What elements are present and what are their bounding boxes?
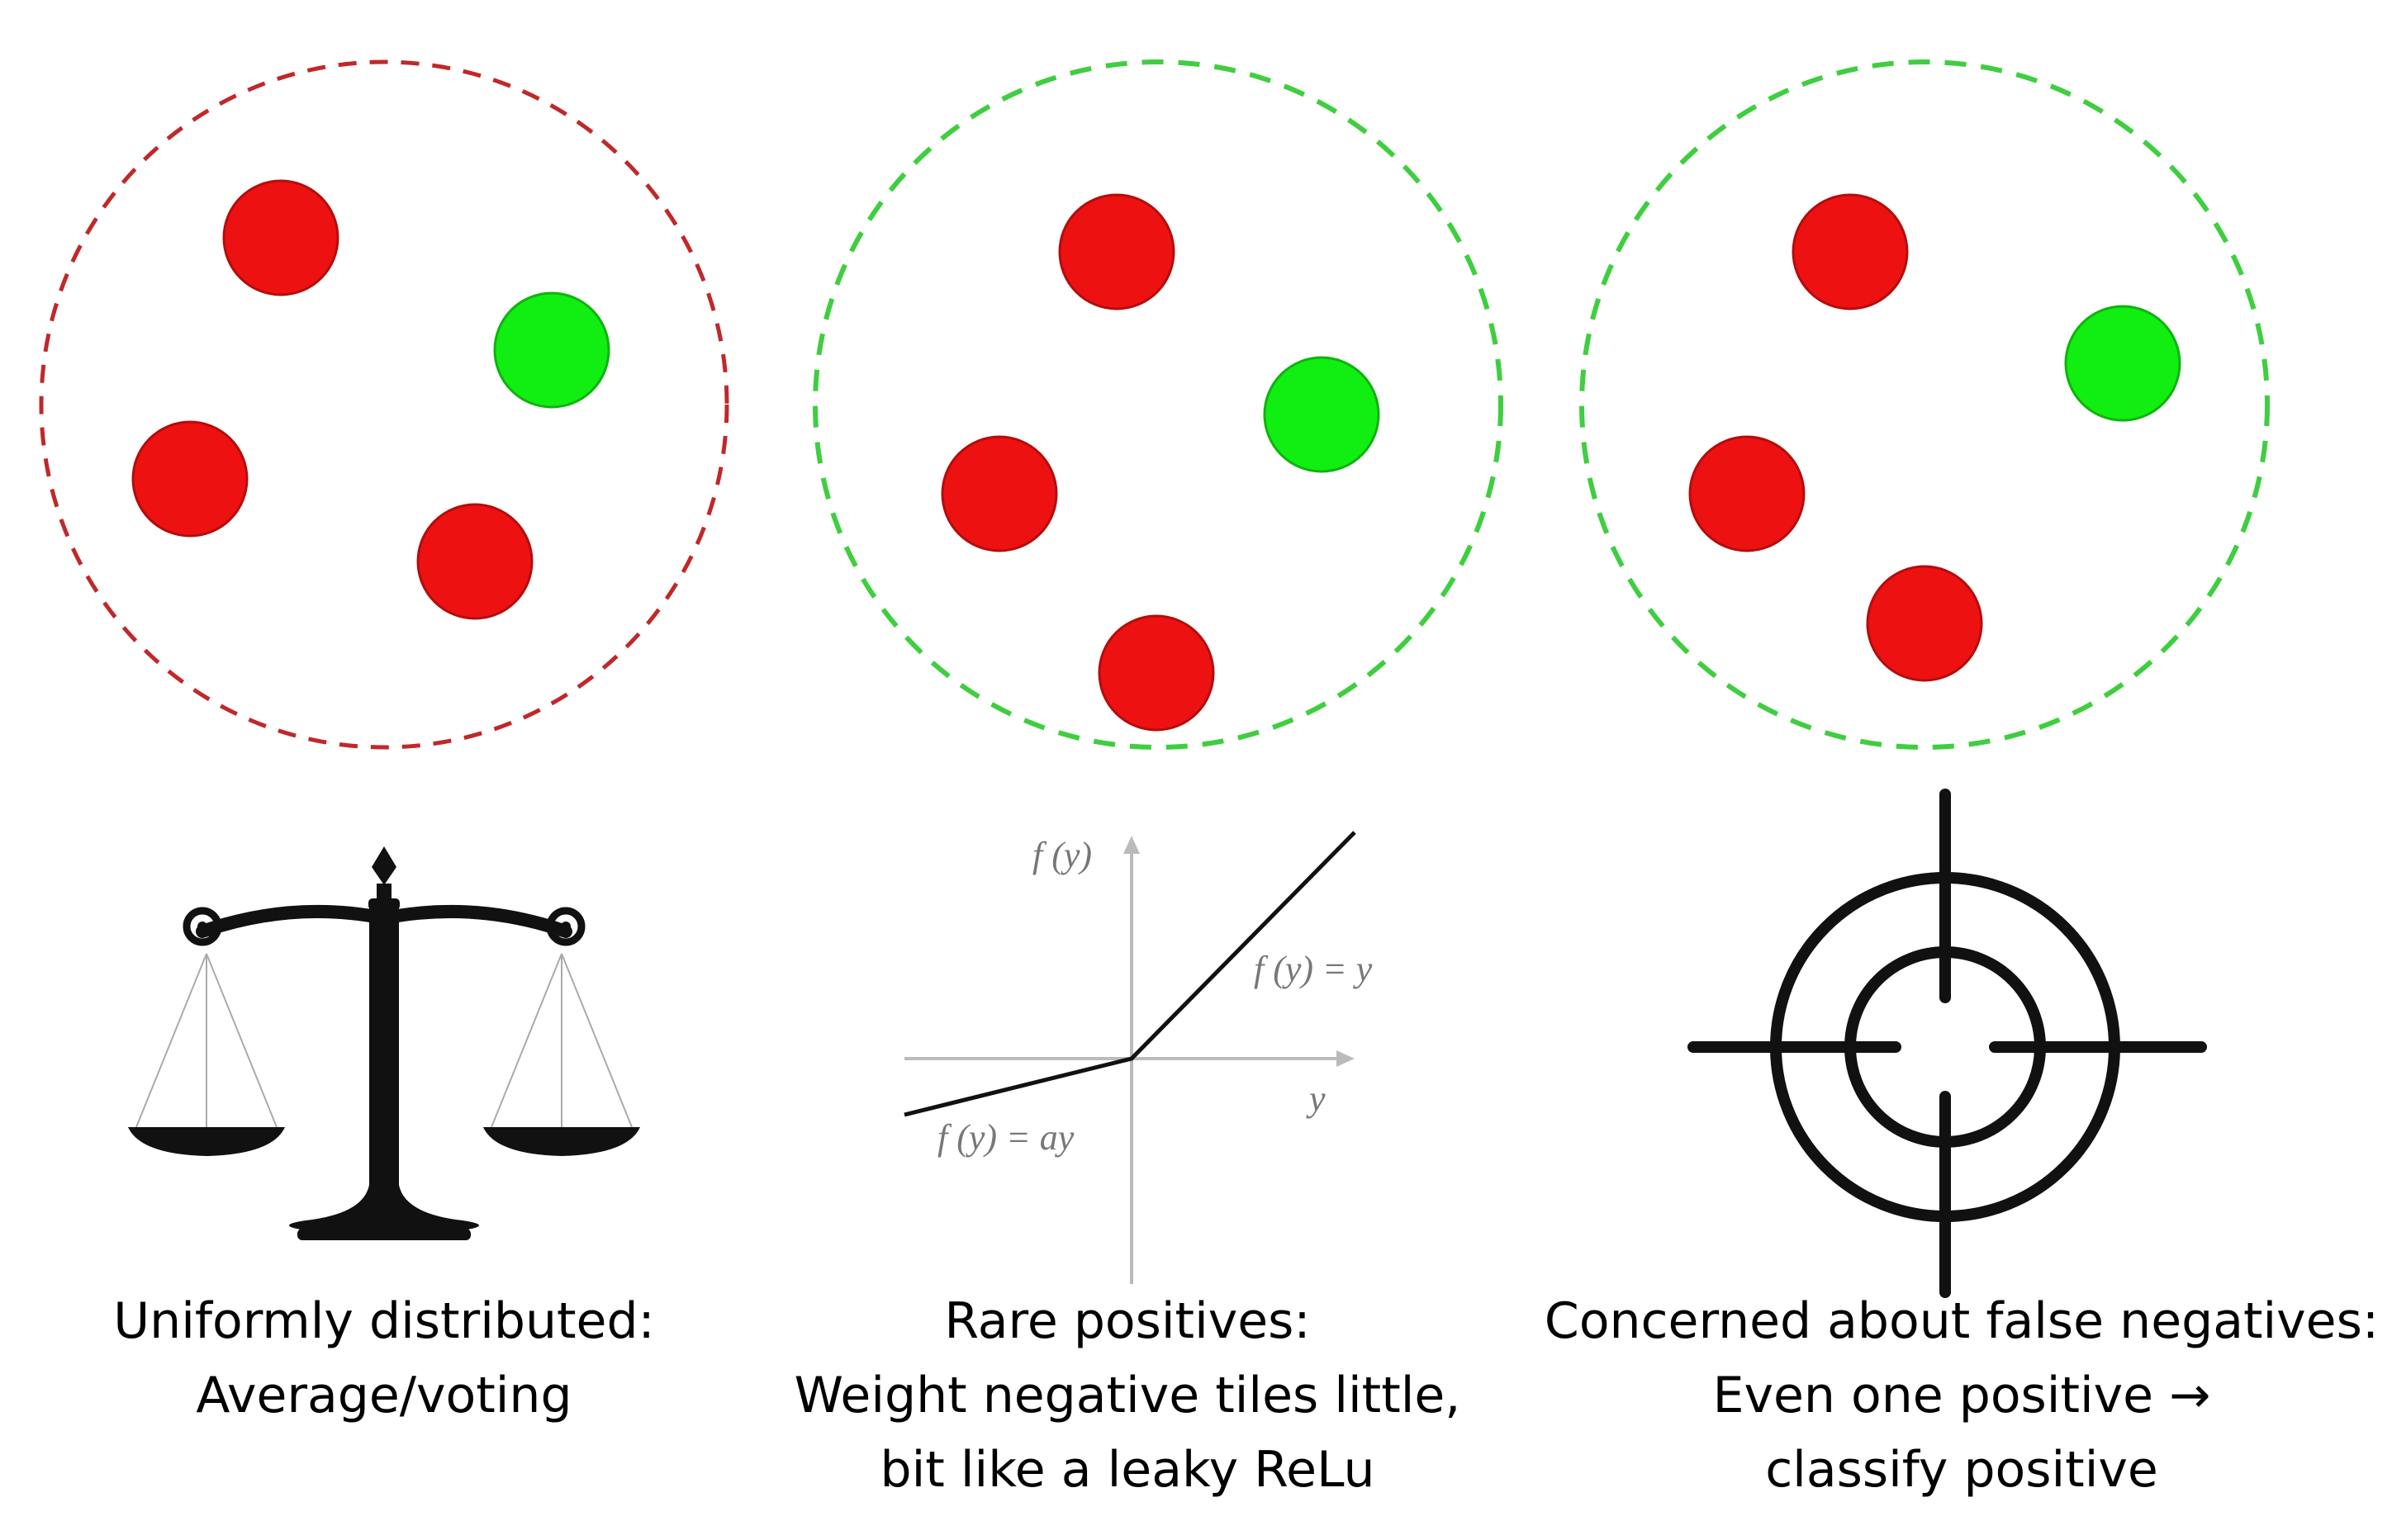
leaky-relu-graph: f (y) f (y) = y f (y) = ay y <box>904 831 1373 1284</box>
graph-x-arrow <box>1336 1050 1355 1067</box>
negative-dot <box>941 435 1058 552</box>
negative-dot <box>416 503 534 620</box>
caption-false-negatives: Concerned about false negatives: Even on… <box>1532 1284 2391 1507</box>
graph-label-y-axis: f (y) <box>1032 835 1092 875</box>
negative-dot <box>1792 193 1909 310</box>
caption-line: Weight negative tiles little, <box>794 1367 1461 1424</box>
positive-dot <box>2064 305 2181 422</box>
positive-dot <box>1263 356 1380 473</box>
bag-circle-false-negatives <box>1579 59 2270 750</box>
graph-label-x-axis: y <box>1306 1078 1326 1119</box>
graph-label-negative-branch: f (y) = ay <box>937 1117 1075 1158</box>
bag-circle-uniform <box>39 59 729 750</box>
caption-line: Rare positives: <box>944 1292 1311 1350</box>
negative-dot <box>1058 193 1175 310</box>
crosshair-target-icon <box>1687 789 2207 1298</box>
caption-line: Concerned about false negatives: <box>1544 1292 2380 1350</box>
negative-dot <box>1866 565 1983 682</box>
caption-rare-positives: Rare positives: Weight negative tiles li… <box>714 1284 1540 1507</box>
caption-line: Even one positive → <box>1712 1367 2211 1424</box>
negative-dot <box>1098 614 1215 732</box>
panel-false-negatives <box>1579 59 2270 1298</box>
caption-line: bit like a leaky ReLu <box>880 1441 1375 1499</box>
balance-scale-icon <box>128 846 640 1240</box>
panel-uniform <box>39 59 729 1240</box>
graph-label-positive-branch: f (y) = y <box>1254 949 1373 989</box>
negative-dot <box>131 420 249 538</box>
panel-rare-positives: f (y) f (y) = y f (y) = ay y <box>813 59 1503 1284</box>
caption-uniform: Uniformly distributed: Average/voting <box>0 1284 797 1433</box>
caption-line: classify positive <box>1765 1441 2158 1499</box>
negative-dot <box>222 179 339 296</box>
caption-line: Uniformly distributed: <box>113 1292 655 1350</box>
bag-circle-rare-positives <box>813 59 1503 750</box>
caption-line: Average/voting <box>196 1367 572 1424</box>
graph-y-arrow <box>1123 836 1140 854</box>
negative-dot <box>1688 435 1806 552</box>
positive-dot <box>493 291 610 409</box>
leaky-relu-curve <box>904 831 1356 1117</box>
